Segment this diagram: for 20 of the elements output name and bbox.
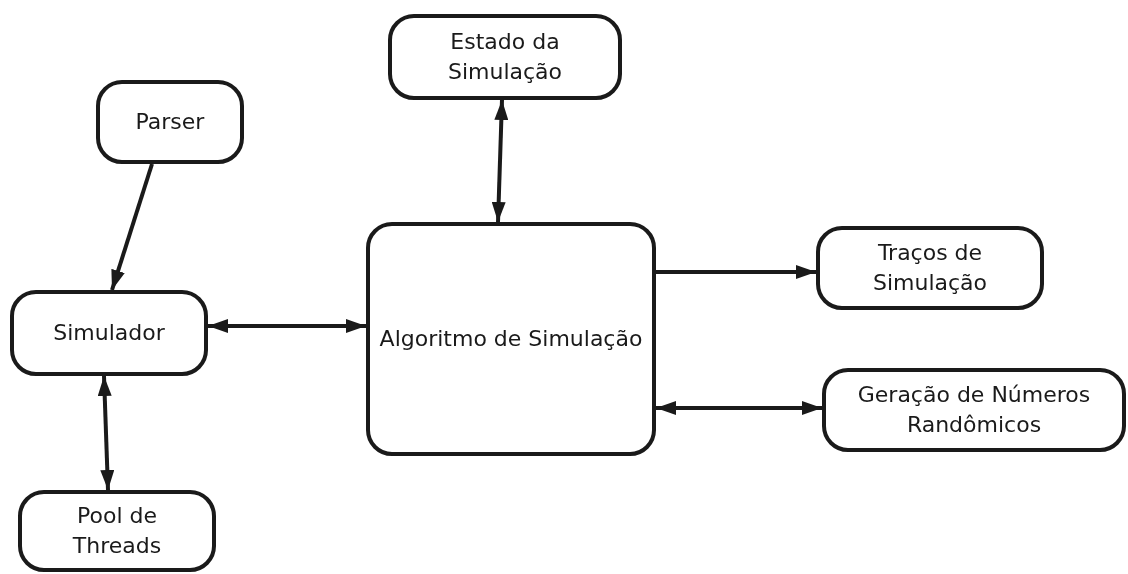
box-label: Pool de Threads	[71, 502, 163, 560]
process-box	[96, 80, 244, 164]
box-label: Estado da Simulação	[446, 28, 564, 86]
arrow	[656, 401, 822, 415]
arrow	[491, 99, 509, 223]
box-label: Geração de Números Randômicos	[856, 381, 1092, 439]
arrow	[208, 319, 366, 333]
box-label: Parser	[135, 108, 205, 136]
box-label: Algoritmo de Simulação	[379, 325, 643, 353]
process-box	[388, 14, 622, 100]
process-box	[822, 368, 1126, 452]
arrow	[110, 163, 154, 291]
box-label: Simulador	[53, 319, 165, 347]
process-box	[816, 226, 1044, 310]
box-label: Traços de Simulação	[871, 239, 989, 297]
process-box	[10, 290, 208, 376]
arrow	[656, 265, 816, 279]
process-box	[366, 222, 656, 456]
arrow	[97, 375, 115, 491]
process-box	[18, 490, 216, 572]
